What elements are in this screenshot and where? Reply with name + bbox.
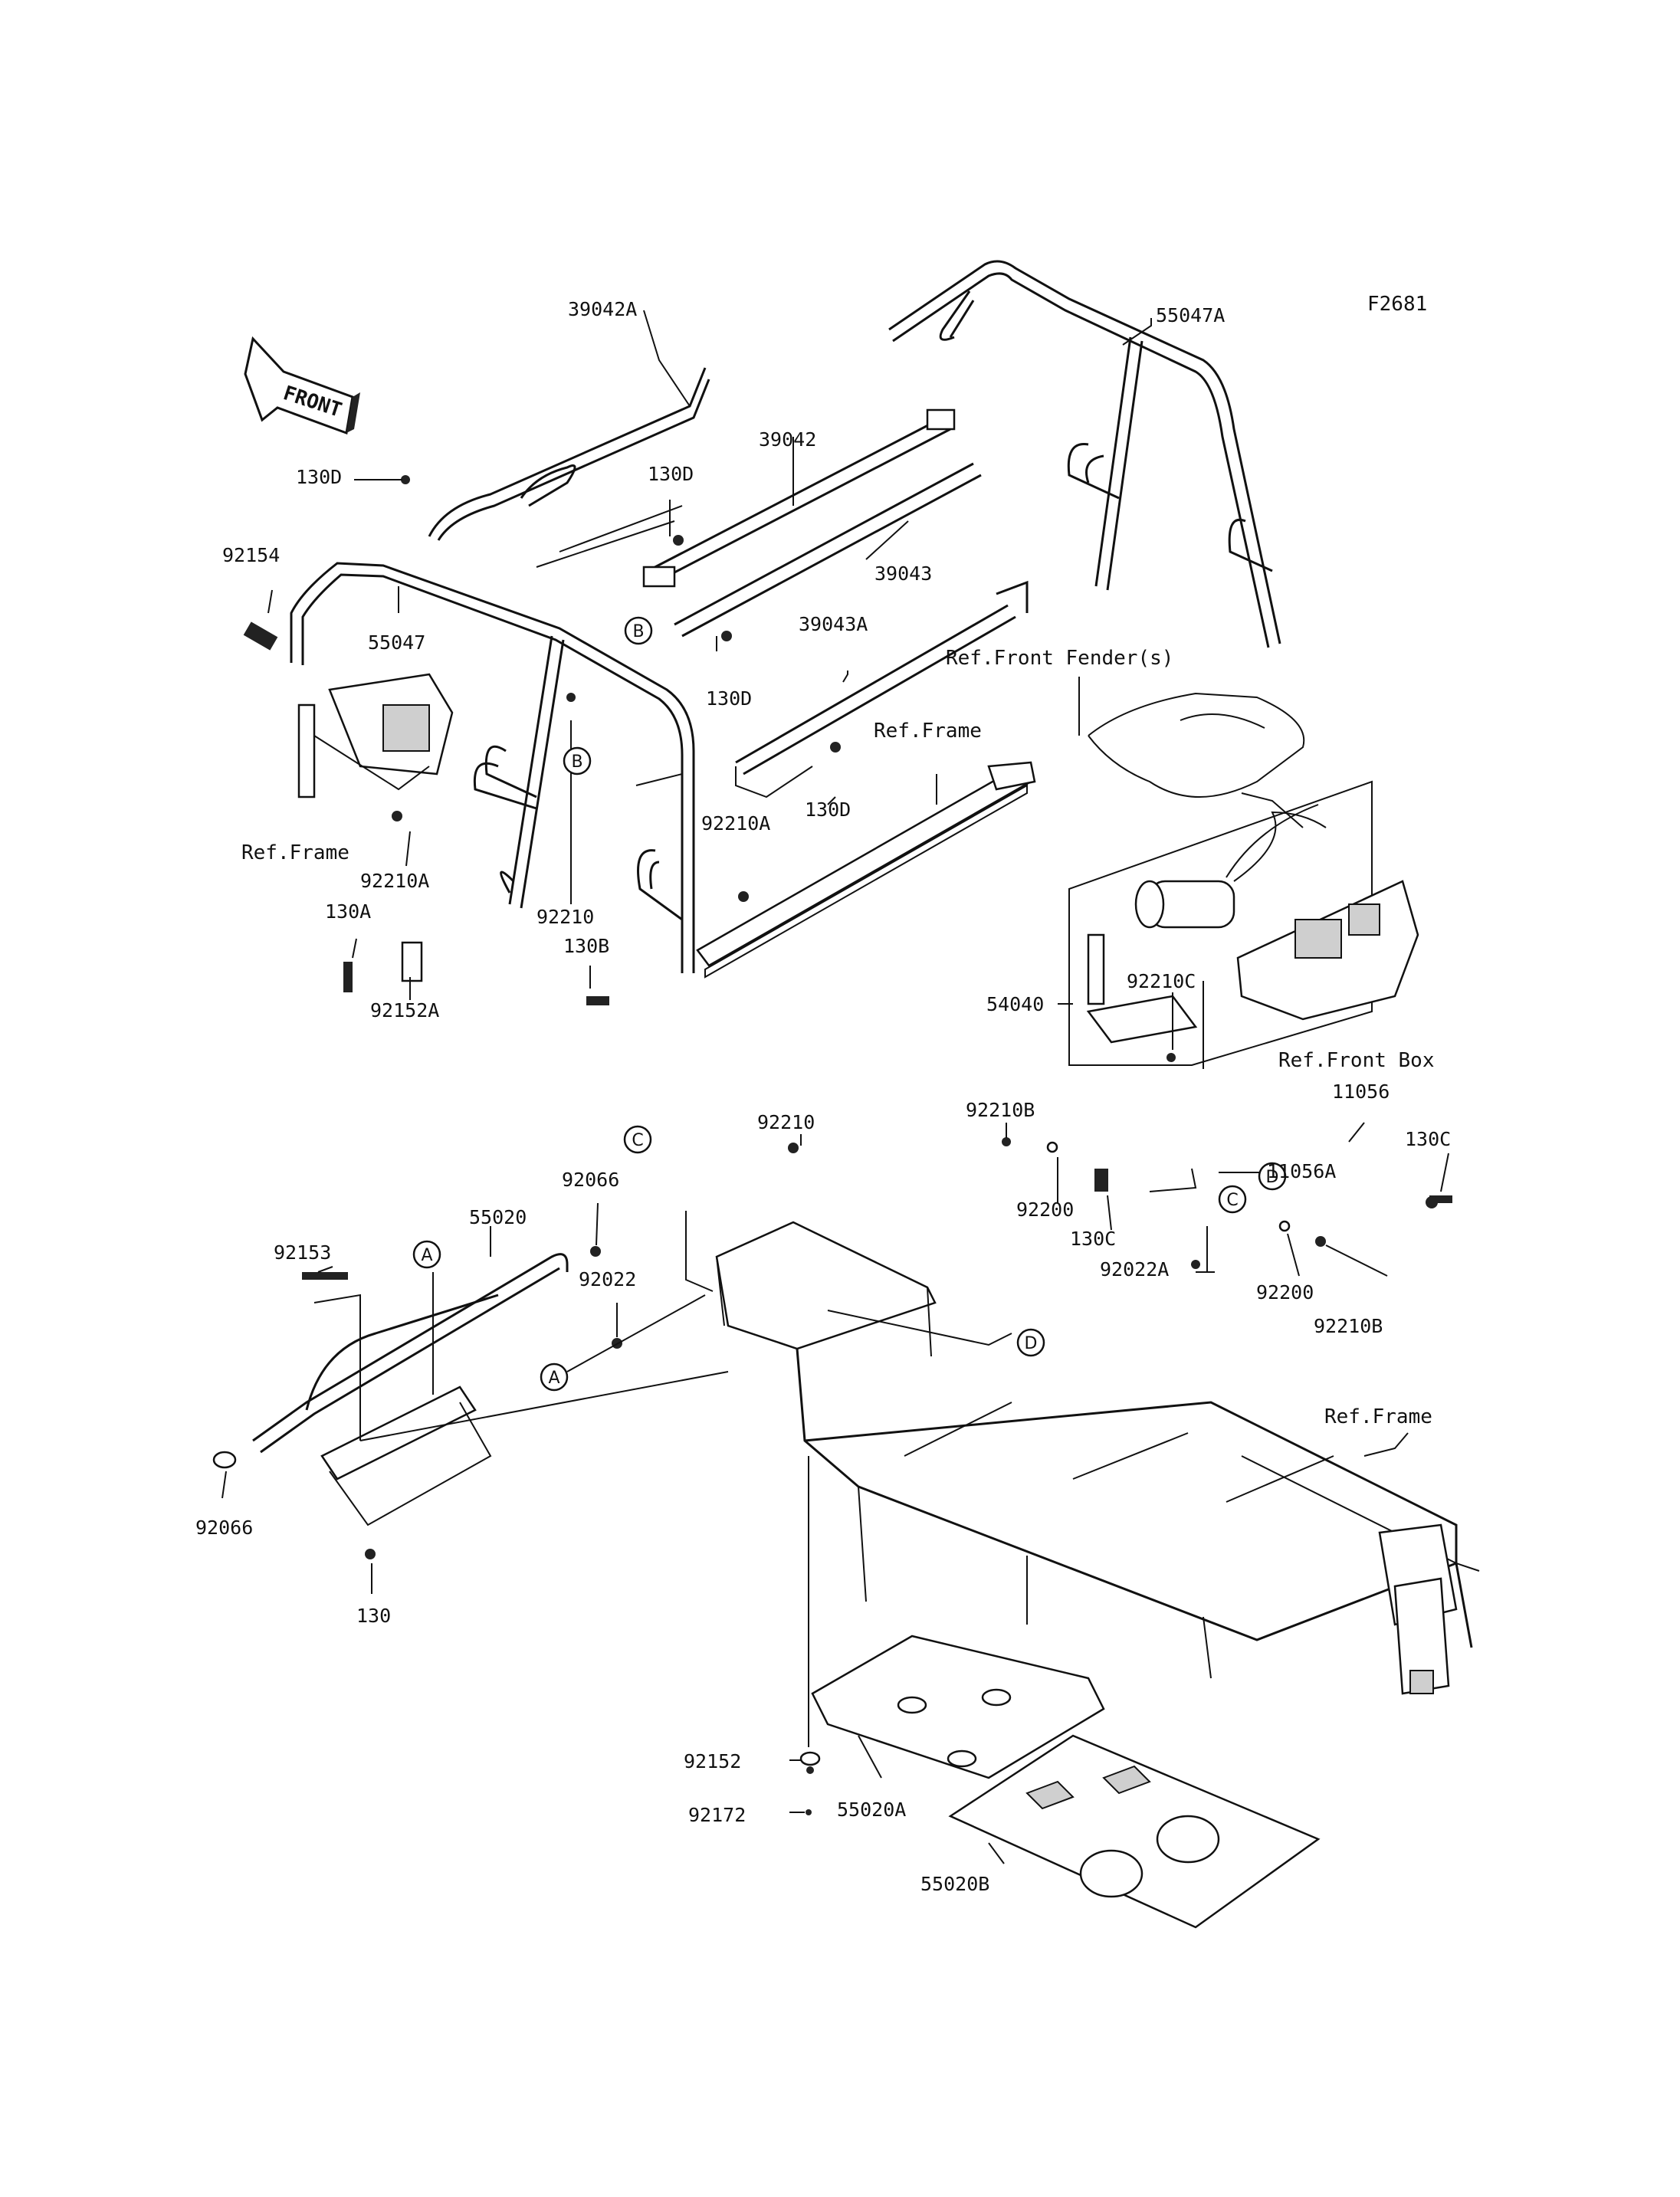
- part-label: 54040: [986, 993, 1044, 1015]
- callout-d-1: D: [1266, 1168, 1279, 1187]
- winch-assembly: [1068, 780, 1373, 1066]
- hardware-icons: [243, 475, 1452, 1815]
- part-label: 92154: [222, 544, 280, 566]
- part-label: 130A: [325, 900, 371, 923]
- part-label: 92153: [274, 1241, 331, 1264]
- part-label: 92210A: [360, 870, 429, 892]
- part-label: 92210: [757, 1111, 815, 1133]
- main-frame: [715, 1221, 1480, 1695]
- part-label: 11056A: [1267, 1160, 1336, 1182]
- part-label: 92022: [579, 1268, 636, 1290]
- figure-code: F2681: [1367, 293, 1427, 316]
- part-label: 130C: [1405, 1128, 1451, 1150]
- callout-a-2: A: [548, 1369, 559, 1388]
- left-bracket-assembly: [297, 673, 454, 798]
- roll-cage-front: [290, 562, 695, 973]
- callout-c-1: C: [632, 1131, 643, 1150]
- part-label: 130B: [563, 935, 609, 957]
- front-box: [1236, 880, 1419, 1021]
- cross-bar-39043A: [735, 580, 1029, 776]
- skid-plate-55020A: [811, 1635, 1105, 1779]
- part-label: 92022A: [1100, 1258, 1169, 1280]
- part-label: 92210: [536, 906, 594, 928]
- part-label: 55020A: [837, 1799, 906, 1821]
- callout-d-2: D: [1025, 1334, 1038, 1353]
- part-label: 130D: [805, 798, 851, 821]
- ref-label: Ref.Frame: [241, 841, 349, 864]
- callout-b-1: B: [632, 622, 644, 641]
- cross-bar-39042A: [428, 367, 710, 541]
- part-label: 92210B: [1314, 1315, 1383, 1337]
- part-label: 92210A: [701, 812, 770, 835]
- part-label: 130D: [706, 687, 752, 710]
- ref-label: Ref.Frame: [874, 720, 982, 743]
- part-label: 39043: [874, 562, 932, 585]
- callout-b-2: B: [571, 753, 582, 772]
- part-label: 130D: [296, 466, 342, 488]
- part-label: 55020B: [920, 1873, 989, 1895]
- cross-bar-39042: [642, 408, 956, 588]
- skid-plate-55020B: [948, 1734, 1321, 1929]
- ref-label: Ref.Front Box: [1278, 1049, 1435, 1072]
- part-label: 55047A: [1156, 304, 1225, 326]
- roll-cage-rear: [888, 260, 1281, 648]
- part-label: 92200: [1016, 1199, 1074, 1221]
- part-label: 92066: [562, 1169, 619, 1191]
- part-label: 39042: [759, 428, 816, 451]
- part-label: 39042A: [568, 298, 637, 320]
- part-label: 92152: [684, 1750, 741, 1772]
- part-labels: 39042A 55047A 130D 39042 130D 39043 9215…: [195, 298, 1451, 1895]
- part-label: 130D: [648, 463, 694, 485]
- ref-label: Ref.Frame: [1324, 1405, 1432, 1428]
- part-label: 92152A: [370, 999, 439, 1021]
- part-label: 55047: [368, 631, 425, 654]
- part-label: 92200: [1256, 1281, 1314, 1303]
- part-label: 39043A: [799, 613, 868, 635]
- front-arrow-icon: FRONT: [244, 336, 360, 435]
- callout-c-2: C: [1226, 1191, 1238, 1210]
- part-label: 92210C: [1127, 970, 1196, 992]
- side-frame-rail: [696, 761, 1036, 979]
- part-label: 55020: [469, 1206, 527, 1228]
- part-label: 92066: [195, 1517, 253, 1539]
- leader-lines: [221, 310, 1449, 1864]
- callout-circles: B B C A A D D C: [412, 616, 1287, 1392]
- part-label: 11056: [1332, 1080, 1390, 1103]
- part-label: 92172: [688, 1804, 746, 1826]
- part-label: 130: [356, 1605, 391, 1627]
- front-bumper: [212, 1253, 569, 1526]
- front-fender-outline: [1088, 692, 1305, 798]
- ref-label: Ref.Front Fender(s): [946, 647, 1173, 670]
- part-label: 92210B: [966, 1099, 1035, 1121]
- cross-bar-39043: [674, 462, 982, 638]
- callout-a-1: A: [421, 1246, 432, 1265]
- part-label: 130C: [1070, 1228, 1116, 1250]
